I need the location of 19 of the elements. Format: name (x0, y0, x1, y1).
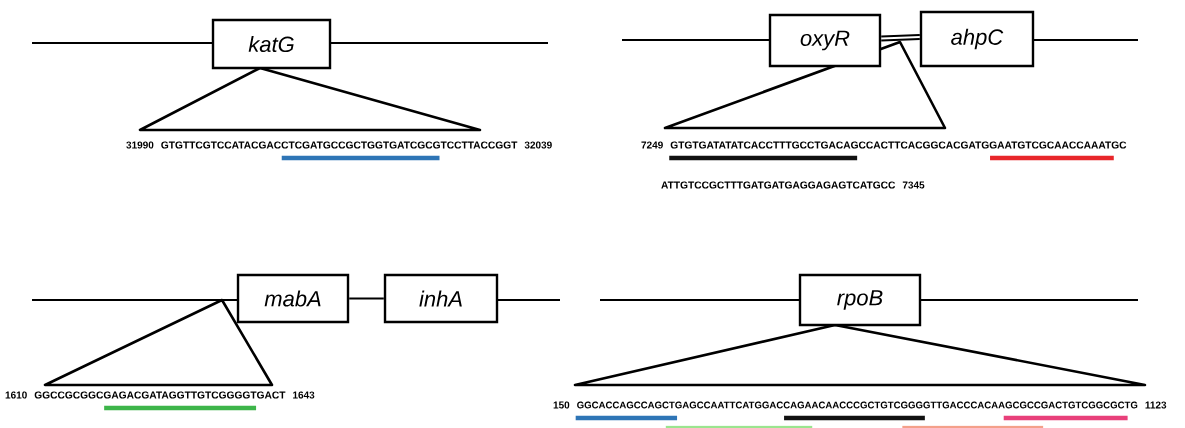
gene-box: mabA (236, 273, 350, 324)
gene-box: ahpC (919, 10, 1035, 68)
gene-box: oxyR (768, 13, 882, 68)
expansion-triangle (138, 66, 482, 132)
sequence-text: GTGTGATATATCACCTTTGCCTGACAGCCACTTCACGGCACGATGGAATGTCGCAACCAAATGC (670, 141, 1127, 149)
gene-box: katG (211, 18, 332, 70)
position-number: 1123 (1145, 401, 1167, 409)
sequence-text: GTGTTCGTCCATACGACCTCGATGCCGCTGGTGATCGCGTCCTTACCGGT (161, 141, 518, 149)
position-number: 150 (553, 401, 570, 409)
position-number: 1643 (293, 391, 315, 399)
expansion-triangle (573, 323, 1147, 387)
genome-line (348, 297, 385, 300)
gene-box: rpoB (798, 273, 922, 327)
genome-line (880, 34, 921, 38)
gene-box: inhA (383, 273, 499, 324)
position-number: 7345 (902, 181, 925, 189)
position-number: 32039 (524, 141, 552, 149)
genome-line (880, 38, 921, 42)
sequence-text: ATTGTCCGCTTTGATGATGAGGAGAGTCATGCC (661, 181, 896, 189)
